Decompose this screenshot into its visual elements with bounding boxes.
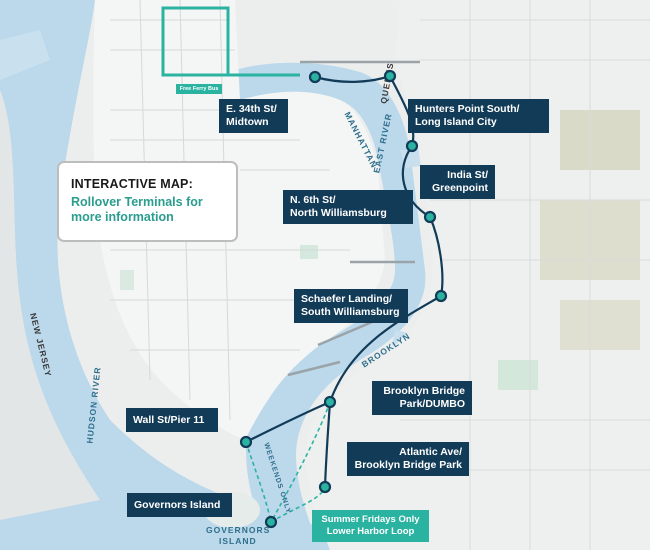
terminal-label-line2: North Williamsburg [290,207,387,219]
terminal-label-line1: N. 6th St/ [290,194,336,206]
terminal-wall-st-label[interactable]: Wall St/Pier 11 [126,408,218,432]
summer-loop-line2: Lower Harbor Loop [326,526,415,537]
terminal-india-st-label[interactable]: India St/ Greenpoint [420,165,495,199]
terminal-label-line2: Greenpoint [431,182,488,194]
callout-subtitle-line2: more information [71,210,174,224]
terminal-n6th-st-label[interactable]: N. 6th St/ North Williamsburg [283,190,413,224]
ferry-bus-loop [161,6,300,77]
terminal-governors-island-label[interactable]: Governors Island [127,493,232,517]
terminal-label-line2: South Williamsburg [301,306,400,318]
terminal-e34th-midtown-label[interactable]: E. 34th St/ Midtown [219,99,288,133]
terminal-label-line2: Park/DUMBO [399,398,465,410]
terminal-schaefer-landing-label[interactable]: Schaefer Landing/ South Williamsburg [294,289,408,323]
dashed-routes [245,401,331,523]
terminal-label-line2: Long Island City [415,116,497,128]
callout-subtitle-line1: Rollover Terminals for [71,195,203,209]
terminal-label-line1: Schaefer Landing/ [301,293,393,305]
callout-title: INTERACTIVE MAP: [71,177,193,191]
terminal-brooklyn-bridge-park-label[interactable]: Brooklyn Bridge Park/DUMBO [372,381,472,415]
terminal-label-line1: Atlantic Ave/ [399,446,462,458]
terminal-atlantic-ave-label[interactable]: Atlantic Ave/ Brooklyn Bridge Park [347,442,469,476]
governors-island-label-2: ISLAND [219,536,257,546]
terminal-label-line1: Brooklyn Bridge [383,385,465,397]
summer-fridays-loop-label[interactable]: Summer Fridays Only Lower Harbor Loop [312,510,429,542]
terminal-label-line1: Wall St/Pier 11 [133,414,205,426]
governors-island-label: GOVERNORS [206,525,271,535]
terminal-hunters-point-label[interactable]: Hunters Point South/ Long Island City [408,99,549,133]
callout-subtitle: Rollover Terminals for more information [71,195,236,225]
terminal-label-line1: Governors Island [134,499,221,511]
terminal-label-line2: Brooklyn Bridge Park [354,459,462,471]
terminal-label-line1: Hunters Point South/ [415,103,520,115]
interactive-map-callout: INTERACTIVE MAP: Rollover Terminals for … [57,161,238,242]
terminal-label-line2: Midtown [226,116,269,128]
ferry-route-lines [245,74,444,488]
terminal-label-line1: E. 34th St/ [226,103,277,115]
terminal-label-line1: India St/ [447,169,488,181]
summer-loop-line1: Summer Fridays Only [321,514,420,525]
free-ferry-bus-label: Free Ferry Bus [176,84,222,94]
